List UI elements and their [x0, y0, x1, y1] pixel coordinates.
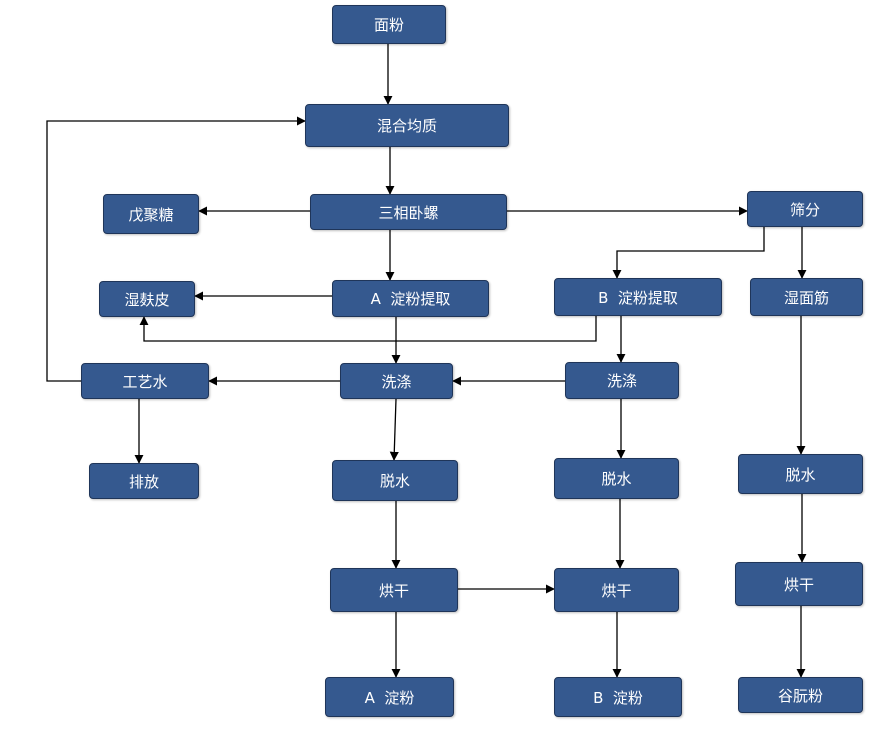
- node-dewater-b: 脱水: [554, 458, 679, 499]
- node-a-starch-extraction: A 淀粉提取: [332, 280, 489, 317]
- node-b-starch: B 淀粉: [554, 677, 682, 717]
- node-wash-b: 洗涤: [565, 362, 679, 399]
- node-pentosan: 戊聚糖: [103, 194, 199, 234]
- node-flour: 面粉: [332, 5, 446, 44]
- node-dry-gluten: 烘干: [735, 562, 863, 606]
- node-process-water: 工艺水: [81, 363, 209, 399]
- node-wet-gluten: 湿面筋: [750, 278, 863, 316]
- node-dewater-gluten: 脱水: [738, 454, 863, 494]
- node-b-starch-extraction: B 淀粉提取: [554, 278, 722, 316]
- node-a-starch: A 淀粉: [325, 677, 454, 717]
- node-dry-a: 烘干: [330, 568, 458, 612]
- arrow-process_water-to-mix: [46, 116, 306, 382]
- node-sieve: 筛分: [747, 191, 863, 227]
- node-wet-bran: 湿麸皮: [99, 281, 195, 317]
- node-gluten-powder: 谷朊粉: [738, 677, 863, 713]
- node-mix-homogenize: 混合均质: [305, 104, 509, 147]
- arrow-sieve-to-b_extract: [612, 227, 765, 279]
- node-dewater-a: 脱水: [332, 460, 458, 501]
- arrow-b_extract-to-wet_bran: [139, 316, 597, 342]
- node-three-phase-decanter: 三相卧螺: [310, 194, 507, 230]
- node-discharge: 排放: [89, 463, 199, 499]
- node-dry-b: 烘干: [554, 568, 679, 612]
- node-wash-a: 洗涤: [340, 363, 453, 399]
- arrow-wash_a-to-dewater_a: [389, 398, 399, 461]
